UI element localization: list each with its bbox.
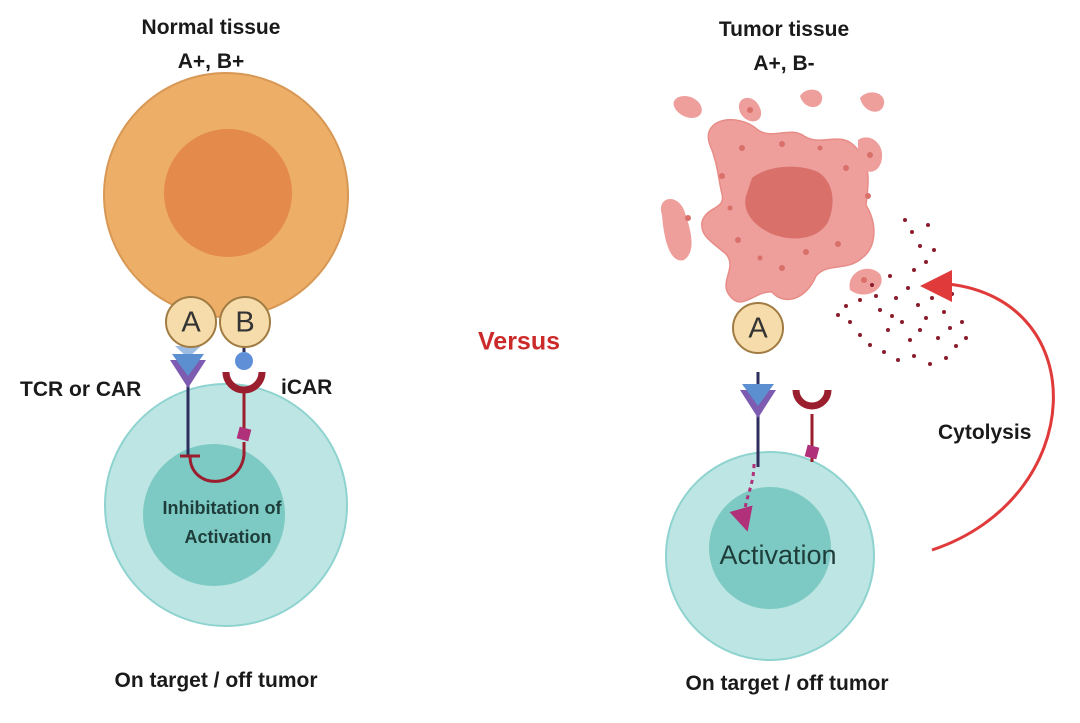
left-antigen-a-circle <box>165 296 217 348</box>
tumor-fragment-4 <box>800 89 823 108</box>
right-tcr-receptor <box>740 372 776 467</box>
left-antigen-b-label: B <box>235 306 255 339</box>
left-antigen-a-label: A <box>181 306 201 339</box>
left-antigen-b-circle <box>219 296 271 348</box>
right-icar-receptor <box>792 389 832 462</box>
right-antigen-a-circle <box>732 302 784 354</box>
cytolysis-arrowhead <box>920 270 952 302</box>
activation-arrow <box>729 463 756 532</box>
cytolysis-label: Cytolysis <box>938 421 1032 444</box>
versus-label: Versus <box>477 327 561 356</box>
normal-tissue-cell <box>103 72 349 318</box>
left-tcr-receptor <box>170 346 206 455</box>
normal-cell-nucleus <box>164 129 292 257</box>
inhibition-label-line1: Inhibitation of <box>162 498 282 518</box>
cytolysis-arrow <box>931 282 1055 552</box>
tumor-fragment-8 <box>734 274 760 298</box>
tumor-fragment-2 <box>660 199 692 261</box>
normal-tissue-antigens: A+, B+ <box>177 50 245 73</box>
icar-label: iCAR <box>281 376 333 399</box>
left-t-cell-nucleus <box>143 444 285 586</box>
tumor-tissue <box>660 89 885 303</box>
tumor-tissue-antigens: A+, B- <box>753 52 815 75</box>
left-icar-receptor <box>222 342 266 442</box>
tumor-fragment-5 <box>860 92 885 112</box>
inhibition-label-line2: Activation <box>184 527 272 547</box>
activation-label: Activation <box>719 540 837 570</box>
tumor-fragment-1 <box>673 96 702 118</box>
left-t-cell <box>104 383 348 627</box>
tcr-or-car-label: TCR or CAR <box>20 378 142 401</box>
right-antigen-a-label: A <box>748 312 768 345</box>
tumor-tissue-title: Tumor tissue <box>718 18 850 41</box>
left-footer-label: On target / off tumor <box>114 669 318 692</box>
inhibition-curve <box>188 442 246 483</box>
normal-tissue-title: Normal tissue <box>141 16 281 39</box>
tumor-nucleus <box>745 166 833 239</box>
right-footer-label: On target / off tumor <box>685 672 889 695</box>
antigen-b-ligand <box>235 352 253 370</box>
tumor-speckles <box>685 107 873 283</box>
